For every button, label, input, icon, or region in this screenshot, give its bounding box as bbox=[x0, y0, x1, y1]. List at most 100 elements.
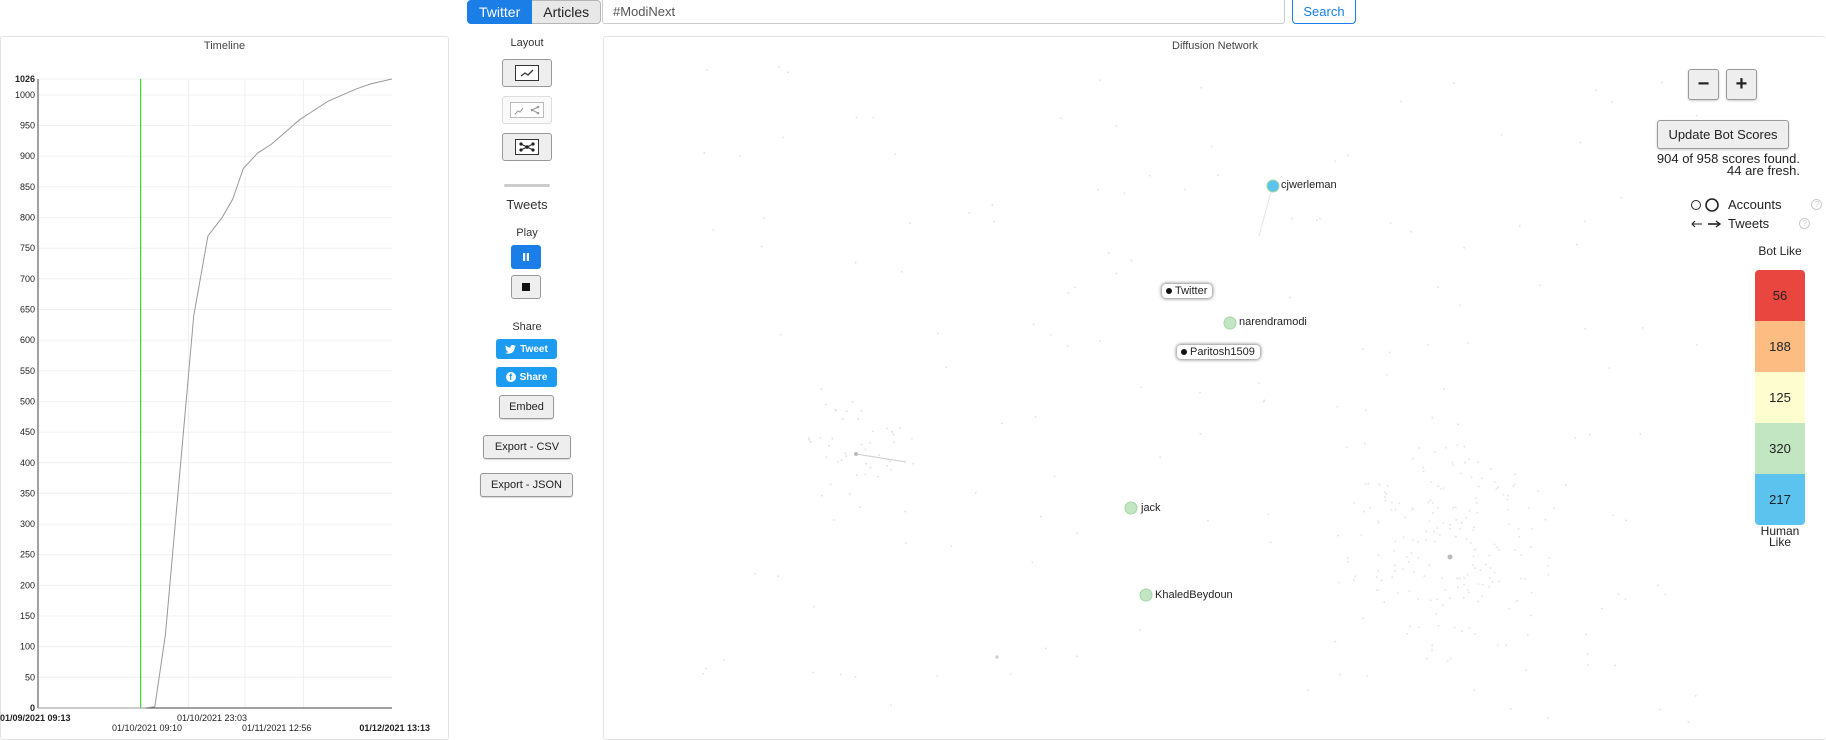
cluster-node bbox=[1398, 502, 1401, 505]
background-node bbox=[779, 333, 782, 336]
background-node bbox=[1140, 386, 1143, 389]
node-label-paritosh[interactable]: Paritosh1509 bbox=[1177, 345, 1260, 359]
cluster-node bbox=[1412, 457, 1415, 460]
background-node bbox=[1363, 442, 1366, 445]
stop-button[interactable] bbox=[511, 275, 541, 299]
cluster-node bbox=[1363, 510, 1366, 513]
tab-twitter[interactable]: Twitter bbox=[467, 0, 533, 24]
tweet-share-button[interactable]: Tweet bbox=[496, 339, 557, 359]
pause-button[interactable] bbox=[511, 245, 541, 269]
cluster-node bbox=[1459, 472, 1462, 475]
background-node bbox=[1524, 669, 1527, 672]
background-node bbox=[1385, 373, 1388, 376]
background-node bbox=[1660, 81, 1663, 84]
background-node bbox=[1695, 343, 1698, 346]
background-node bbox=[1009, 672, 1012, 675]
cluster-node bbox=[1384, 492, 1387, 495]
tab-articles[interactable]: Articles bbox=[532, 0, 602, 24]
background-node bbox=[1361, 348, 1364, 351]
cluster-node bbox=[1446, 659, 1449, 662]
bot-score-segment[interactable]: 125 bbox=[1755, 372, 1805, 423]
cluster-node bbox=[1408, 589, 1411, 592]
cluster-node bbox=[1546, 564, 1549, 567]
cluster-node bbox=[1468, 458, 1471, 461]
account-size-icon bbox=[1691, 197, 1719, 212]
y-tick-label: 0 bbox=[30, 703, 35, 713]
help-icon[interactable]: ? bbox=[1799, 218, 1811, 229]
background-node bbox=[1586, 652, 1589, 655]
y-tick-label: 950 bbox=[20, 121, 35, 131]
background-node bbox=[824, 403, 827, 406]
cluster-node bbox=[1433, 540, 1436, 543]
node-label-jack[interactable]: jack bbox=[1141, 502, 1161, 514]
cluster-node bbox=[1480, 595, 1483, 598]
layout-timeline-button[interactable] bbox=[502, 59, 552, 87]
background-node bbox=[1547, 717, 1550, 720]
cluster-node bbox=[1472, 555, 1475, 558]
cluster-node bbox=[1416, 597, 1419, 600]
bot-score-segment[interactable]: 188 bbox=[1755, 321, 1805, 372]
cluster-node bbox=[1442, 521, 1445, 524]
node-label-cjwerleman[interactable]: cjwerleman bbox=[1281, 179, 1337, 191]
cluster-node bbox=[844, 452, 847, 455]
search-button[interactable]: Search bbox=[1292, 0, 1356, 24]
background-node bbox=[992, 220, 995, 223]
background-node bbox=[1595, 89, 1598, 92]
layout-network-button[interactable] bbox=[502, 133, 552, 161]
cluster-node bbox=[1466, 589, 1469, 592]
layout-split-button[interactable] bbox=[502, 96, 552, 124]
cluster-node bbox=[1402, 568, 1405, 571]
background-node bbox=[1123, 192, 1126, 195]
embed-button[interactable]: Embed bbox=[499, 395, 554, 419]
cluster-node bbox=[1460, 521, 1463, 524]
cluster-node bbox=[1530, 546, 1533, 549]
cluster-node bbox=[819, 436, 822, 439]
node-label-khaledbeydoun[interactable]: KhaledBeydoun bbox=[1155, 589, 1233, 601]
network-graph[interactable] bbox=[603, 36, 1826, 740]
cluster-node bbox=[1393, 564, 1396, 567]
cluster-node bbox=[1493, 571, 1496, 574]
facebook-share-button[interactable]: f Share bbox=[496, 367, 557, 387]
background-node bbox=[1463, 461, 1466, 464]
cluster-node bbox=[1530, 527, 1533, 530]
cluster-node bbox=[1411, 508, 1414, 511]
background-node bbox=[1316, 218, 1319, 221]
cluster-node bbox=[1544, 518, 1547, 521]
cluster-node bbox=[1457, 586, 1460, 589]
cluster-node bbox=[1547, 573, 1550, 576]
node-label-narendramodi[interactable]: narendramodi bbox=[1239, 316, 1307, 328]
cluster-node bbox=[845, 455, 848, 458]
cluster-node bbox=[869, 466, 872, 469]
cluster-node bbox=[865, 462, 868, 465]
node-label-twitter[interactable]: Twitter bbox=[1162, 284, 1213, 298]
paritosh-node-text: Paritosh1509 bbox=[1190, 346, 1255, 358]
search-input[interactable] bbox=[602, 0, 1285, 24]
line-chart-icon bbox=[515, 65, 539, 81]
background-node bbox=[1410, 552, 1413, 555]
cluster-node bbox=[1338, 581, 1341, 584]
node-cjwerleman bbox=[1266, 179, 1280, 193]
cluster-node bbox=[1477, 485, 1480, 488]
cluster-node bbox=[1377, 569, 1380, 572]
zoom-out-button[interactable]: − bbox=[1688, 69, 1719, 100]
background-node bbox=[778, 66, 781, 69]
update-bot-scores-button[interactable]: Update Bot Scores bbox=[1657, 120, 1789, 149]
y-tick-label: 700 bbox=[20, 274, 35, 284]
cluster-node bbox=[885, 464, 888, 467]
cluster-node bbox=[1436, 598, 1439, 601]
help-icon[interactable]: ? bbox=[1811, 199, 1823, 210]
cluster-node bbox=[1469, 542, 1472, 545]
cluster-node bbox=[1394, 570, 1397, 573]
background-node bbox=[904, 542, 907, 545]
cluster-node bbox=[1477, 583, 1480, 586]
bot-score-segment[interactable]: 320 bbox=[1755, 423, 1805, 474]
bot-score-segment[interactable]: 56 bbox=[1755, 270, 1805, 321]
background-node bbox=[968, 212, 971, 215]
export-csv-button[interactable]: Export - CSV bbox=[483, 435, 571, 459]
timeline-chart[interactable]: 1026100095090085080075070065060055050045… bbox=[0, 36, 449, 740]
bot-score-segment[interactable]: 217 bbox=[1755, 474, 1805, 525]
cluster-node bbox=[809, 440, 812, 443]
export-json-button[interactable]: Export - JSON bbox=[480, 473, 573, 497]
zoom-in-button[interactable]: + bbox=[1726, 69, 1757, 100]
cluster-node bbox=[1488, 576, 1491, 579]
